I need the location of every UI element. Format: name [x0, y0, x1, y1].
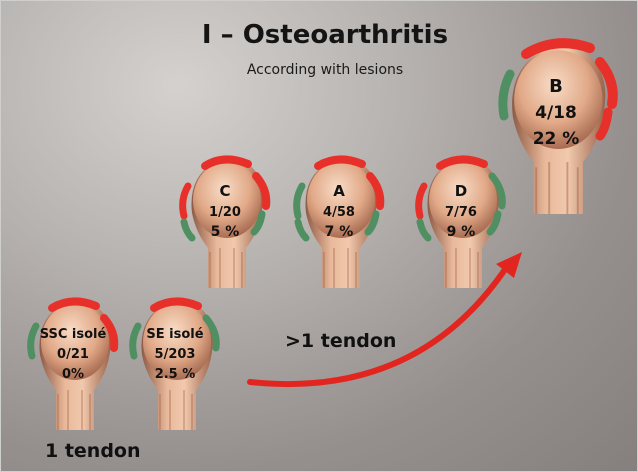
healthy-arc — [298, 222, 306, 238]
group-pct: 5 % — [211, 224, 240, 240]
group-count: 4/18 — [535, 103, 577, 123]
slide-title: I – Osteoarthritis — [160, 20, 490, 50]
lesion-arc — [419, 186, 424, 216]
lesion-arc — [183, 186, 188, 216]
group-pct: 2.5 % — [155, 367, 196, 382]
healthy-arc — [503, 74, 510, 116]
healthy-arc — [420, 222, 428, 238]
more-tendons-label: >1 tendon — [285, 330, 396, 352]
humerus-c: C 1/20 5 % — [183, 157, 267, 288]
group-pct: 7 % — [325, 224, 354, 240]
humerus-ssc: SSC isolé 0/21 0% — [31, 299, 115, 430]
group-count: 7/76 — [445, 205, 477, 220]
group-count: 1/20 — [209, 205, 241, 220]
one-tendon-label: 1 tendon — [45, 440, 141, 462]
humerus-b: B 4/18 22 % — [503, 43, 613, 214]
slide-subtitle: According with lesions — [160, 62, 490, 78]
humerus-a: A 4/58 7 % — [297, 157, 381, 288]
healthy-arc — [184, 222, 192, 238]
healthy-arc — [31, 326, 36, 356]
group-pct: 9 % — [447, 224, 476, 240]
humerus-se: SE isolé 5/203 2.5 % — [133, 299, 217, 430]
healthy-arc — [133, 326, 138, 356]
group-count: 5/203 — [155, 347, 196, 362]
group-name: A — [333, 182, 345, 200]
healthy-arc — [297, 186, 302, 216]
group-name: SE isolé — [146, 327, 203, 342]
group-pct: 22 % — [533, 129, 580, 149]
group-count: 0/21 — [57, 347, 89, 362]
group-name: SSC isolé — [40, 327, 107, 342]
group-name: D — [455, 182, 467, 200]
group-name: B — [549, 76, 563, 97]
group-pct: 0% — [62, 367, 84, 382]
group-count: 4/58 — [323, 205, 355, 220]
humerus-d: D 7/76 9 % — [419, 157, 503, 288]
group-name: C — [219, 182, 230, 200]
